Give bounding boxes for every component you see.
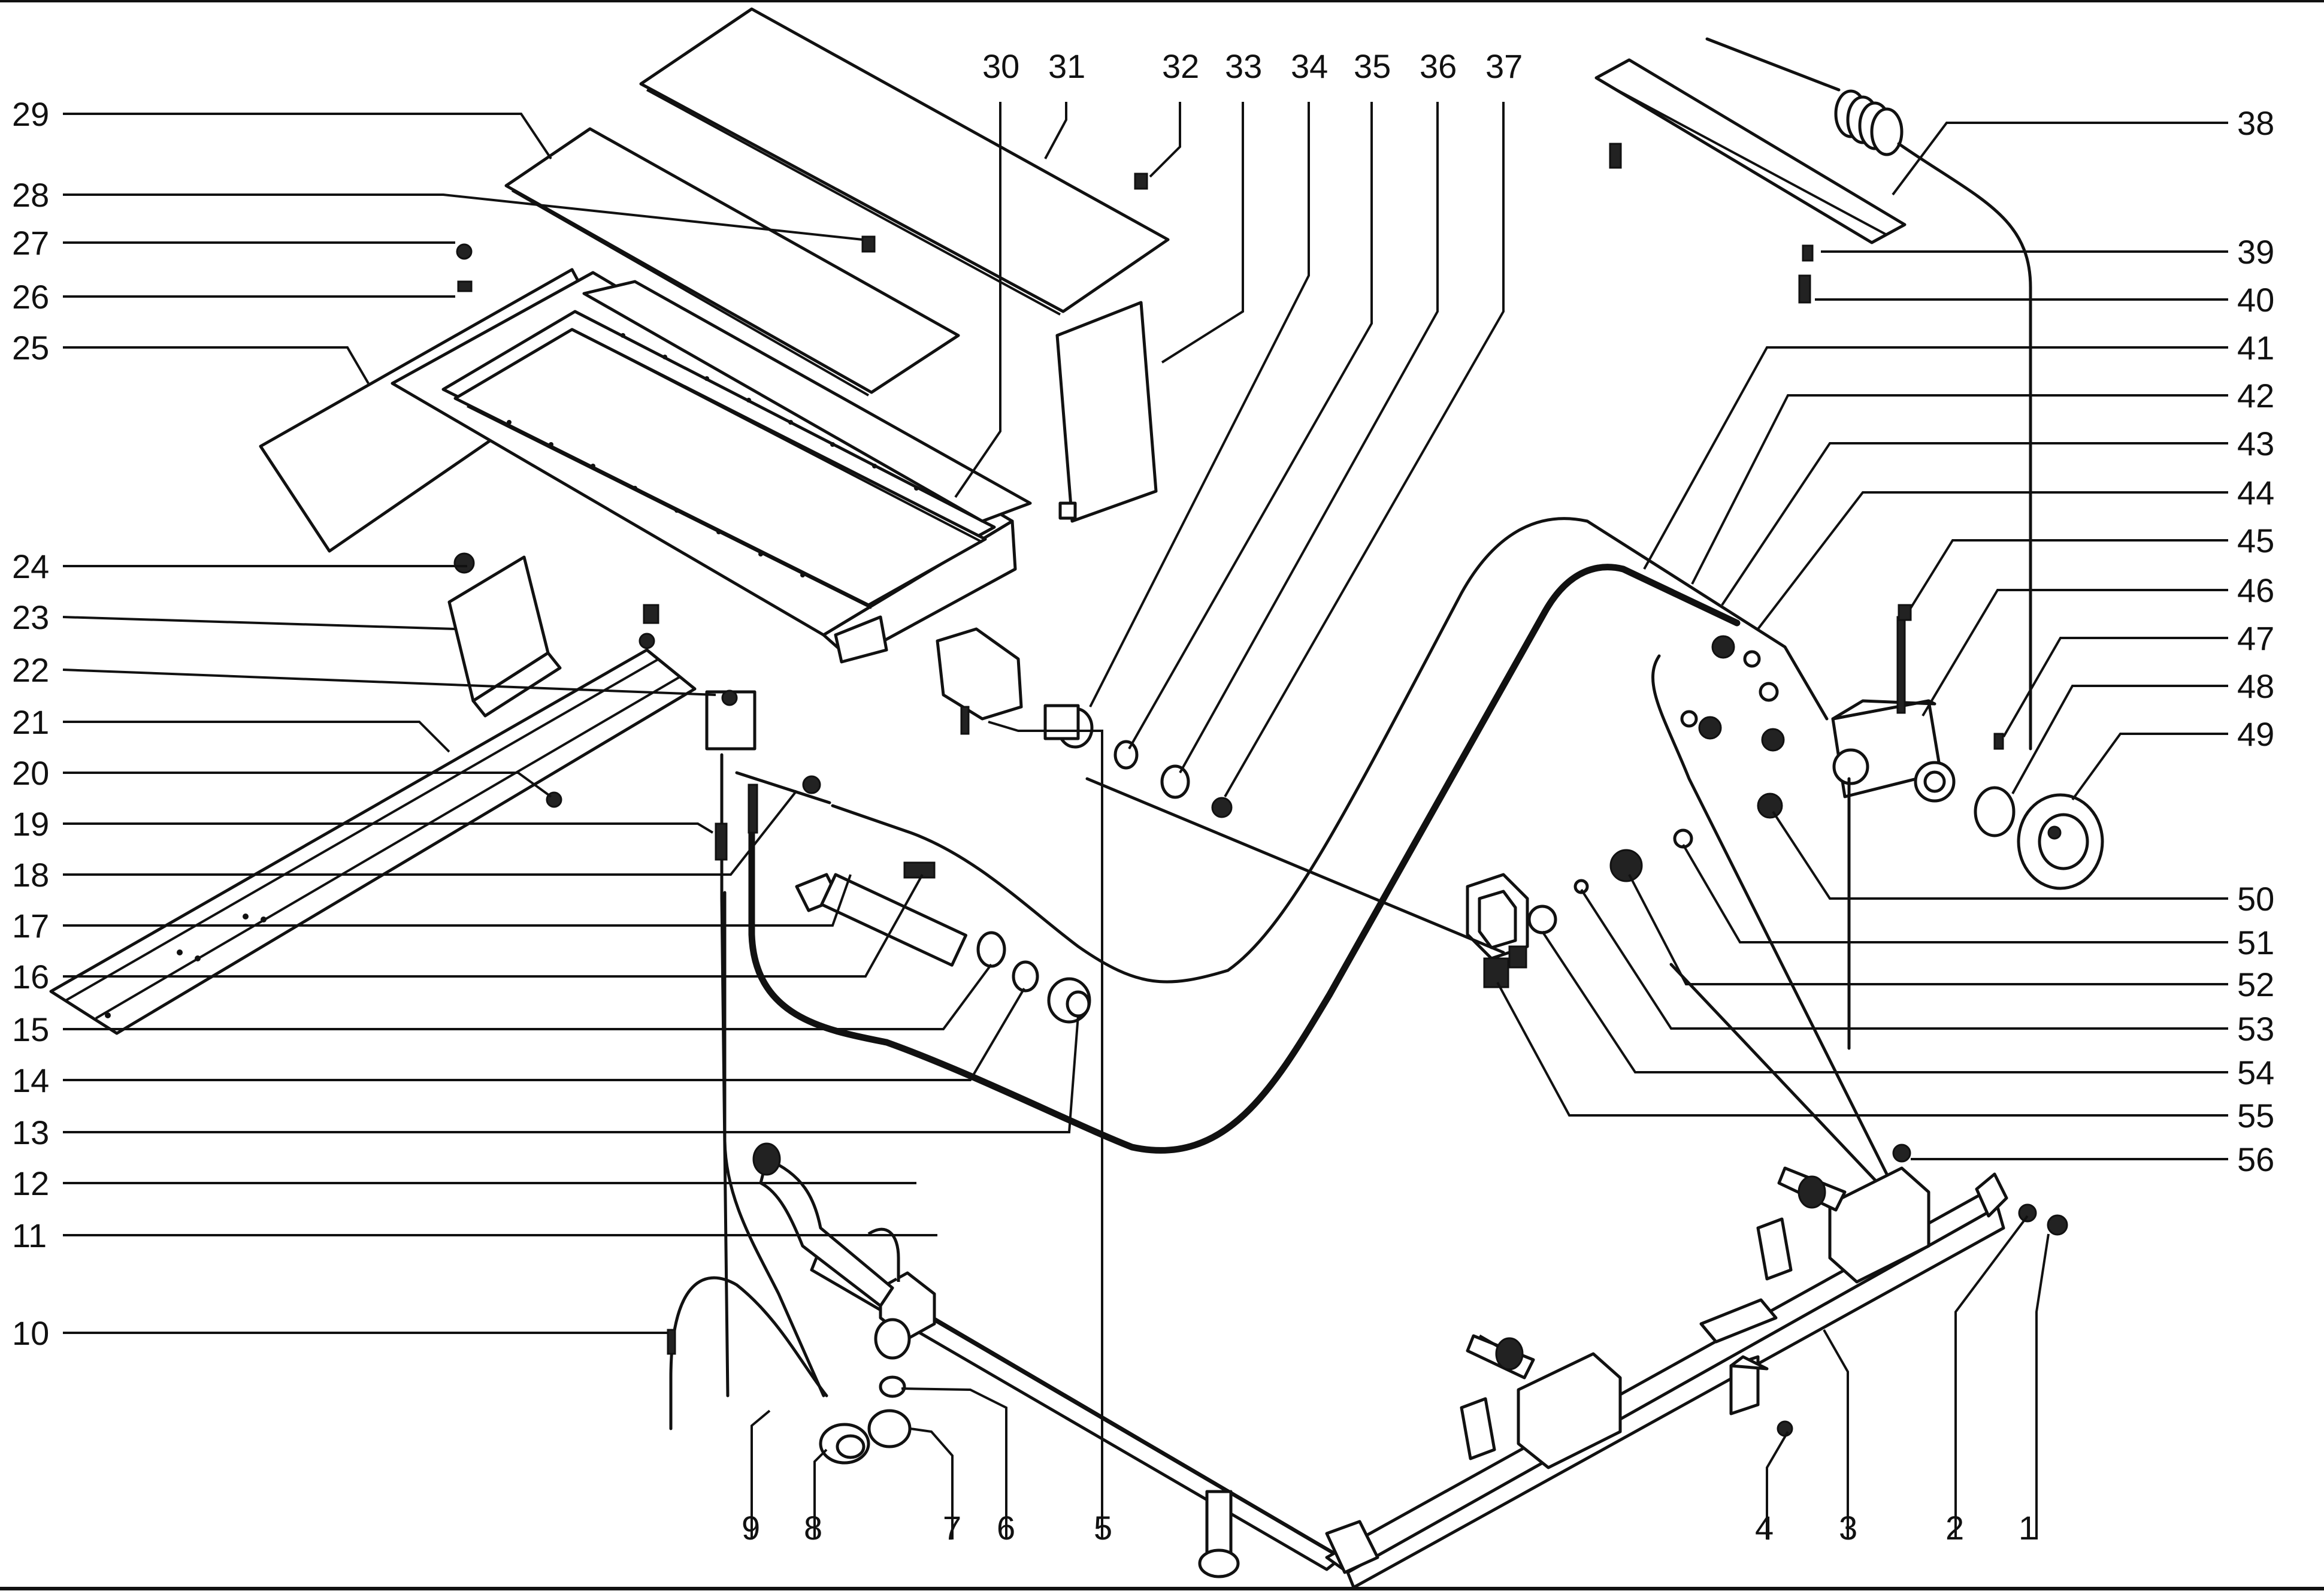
part-long-rail (49, 648, 697, 1035)
part-manifold-frame (752, 1142, 2068, 1589)
callout-29: 29 (12, 95, 49, 133)
callout-14: 14 (12, 1061, 49, 1099)
callout-42: 42 (2237, 377, 2274, 415)
callout-25: 25 (12, 329, 49, 367)
callout-43: 43 (2237, 425, 2274, 462)
callout-33: 33 (1225, 47, 1262, 85)
callout-4: 4 (1755, 1509, 1774, 1547)
callout-26: 26 (12, 278, 49, 316)
callout-52: 52 (2237, 966, 2274, 1003)
callout-2: 2 (1945, 1509, 1964, 1547)
callout-55: 55 (2237, 1097, 2274, 1135)
callout-37: 37 (1485, 47, 1523, 85)
callout-30: 30 (982, 47, 1019, 85)
callout-12: 12 (12, 1164, 49, 1202)
callout-48: 48 (2237, 667, 2274, 705)
callout-labels: 1 2 3 4 5 6 7 8 9 10 11 12 13 14 15 16 1… (12, 47, 2274, 1547)
parts-artwork (49, 7, 2104, 1589)
callout-3: 3 (1839, 1509, 1857, 1547)
part-thermocouple-lead (667, 891, 870, 1465)
part-valve-fittings (1527, 635, 1785, 934)
callout-38: 38 (2237, 104, 2274, 142)
callout-45: 45 (2237, 522, 2274, 559)
callout-50: 50 (2237, 880, 2274, 918)
part-igniter-handle (1466, 873, 1529, 988)
callout-49: 49 (2237, 715, 2274, 753)
part-knob (1974, 786, 2104, 890)
part-burner-tray (259, 268, 1032, 664)
callout-15: 15 (12, 1011, 49, 1048)
callout-24: 24 (12, 548, 49, 585)
callout-56: 56 (2237, 1141, 2274, 1178)
callout-18: 18 (12, 856, 49, 894)
callout-leaders (62, 102, 2228, 1539)
callout-1: 1 (2019, 1509, 2037, 1547)
callout-22: 22 (12, 651, 49, 689)
callout-9: 9 (742, 1509, 760, 1547)
callout-31: 31 (1048, 47, 1085, 85)
callout-47: 47 (2237, 619, 2274, 657)
callout-46: 46 (2237, 571, 2274, 609)
callout-19: 19 (12, 805, 49, 843)
callout-17: 17 (12, 907, 49, 945)
part-burner-fittings (936, 627, 1233, 818)
part-gas-valve (1831, 616, 1956, 803)
callout-6: 6 (997, 1509, 1015, 1547)
part-bracket-right (1055, 301, 1158, 523)
callout-40: 40 (2237, 281, 2274, 319)
callout-41: 41 (2237, 329, 2274, 367)
callout-5: 5 (1094, 1509, 1112, 1547)
callout-23: 23 (12, 598, 49, 636)
callout-13: 13 (12, 1114, 49, 1151)
part-top-shield (639, 7, 1170, 316)
part-bracket-left (447, 555, 562, 718)
callout-51: 51 (2237, 924, 2274, 961)
callout-7: 7 (943, 1509, 961, 1547)
callout-27: 27 (12, 224, 49, 262)
callout-35: 35 (1354, 47, 1391, 85)
callout-44: 44 (2237, 474, 2274, 512)
callout-16: 16 (12, 958, 49, 996)
callout-36: 36 (1420, 47, 1457, 85)
callout-11: 11 (12, 1217, 47, 1254)
part-thermocouple-bracket (1594, 37, 2032, 751)
callout-21: 21 (12, 703, 49, 741)
callout-32: 32 (1162, 47, 1199, 85)
callout-28: 28 (12, 176, 49, 214)
part-shield-plate (504, 127, 960, 397)
callout-20: 20 (12, 754, 49, 792)
part-gas-lines (720, 517, 1895, 1398)
callout-34: 34 (1291, 47, 1328, 85)
callout-10: 10 (12, 1314, 49, 1352)
callout-54: 54 (2237, 1054, 2274, 1091)
callout-53: 53 (2237, 1010, 2274, 1048)
callout-39: 39 (2237, 233, 2274, 271)
part-orifice-assembly (795, 861, 1091, 1024)
part-pilot-valve (705, 689, 821, 861)
callout-8: 8 (804, 1509, 822, 1547)
